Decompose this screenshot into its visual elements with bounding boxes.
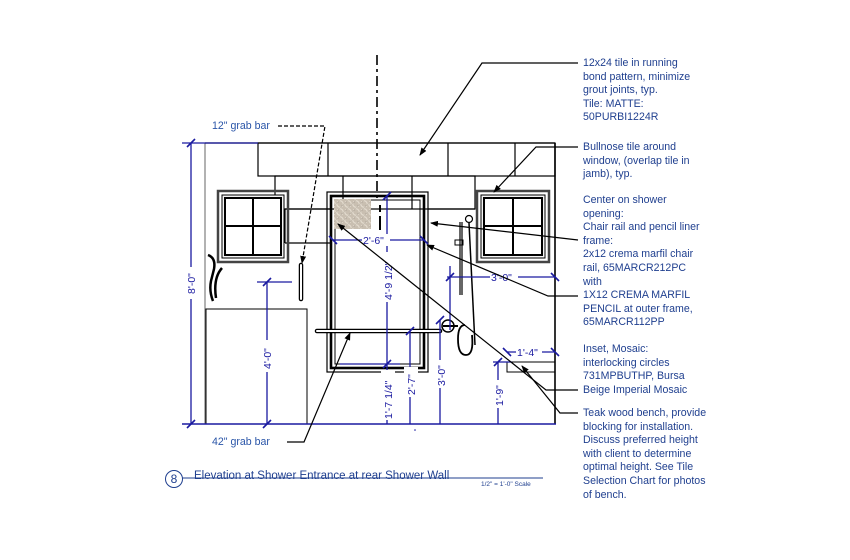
note-tile: 12x24 tile in running bond pattern, mini… [583, 57, 691, 124]
right-window [475, 189, 551, 264]
note-chair-rail: Center on shower opening: Chair rail and… [583, 194, 700, 329]
dim-grab-bar-height: 2'-7" [406, 374, 418, 395]
dim-vanity-height: 4'-0" [262, 348, 274, 369]
dim-overall-height: 8'-0" [186, 273, 198, 294]
drawing-number-badge: 8 [165, 470, 183, 488]
shower-fixtures [441, 214, 476, 356]
leaders [278, 62, 579, 443]
left-window [216, 189, 290, 264]
label-grab-bar-12: 12" grab bar [212, 120, 270, 132]
dim-bench-height: 1'-9" [494, 385, 506, 406]
note-bench: Teak wood bench, provide blocking for in… [583, 407, 707, 501]
dimension-text: 8'-0" 4'-0" 2'-6" 4'-9 1/2" 1'-7 1/4" 2'… [180, 234, 542, 420]
note-mosaic: Inset, Mosaic: interlocking circles 731M… [583, 343, 688, 396]
dimension-ticks [186, 138, 560, 429]
dim-opening-width: 2'-6" [363, 235, 384, 247]
vanity [205, 308, 308, 425]
drawing-title: Elevation at Shower Entrance at rear Sho… [194, 470, 450, 482]
drawing-scale: 1/2" = 1'-0" Scale [481, 481, 531, 488]
dim-center-to-wall: 3'-0" [491, 272, 512, 284]
faucet [207, 253, 223, 302]
dim-sill-height: 1'-7 1/4" [383, 380, 395, 419]
note-bullnose: Bullnose tile around window, (overlap ti… [583, 141, 690, 181]
dim-valve-height: 3'-0" [436, 365, 448, 386]
dim-bench-depth: 1'-4" [517, 347, 538, 359]
bench [506, 361, 556, 373]
dim-opening-height: 4'-9 1/2" [383, 261, 395, 300]
label-grab-bar-42: 42" grab bar [212, 436, 270, 448]
